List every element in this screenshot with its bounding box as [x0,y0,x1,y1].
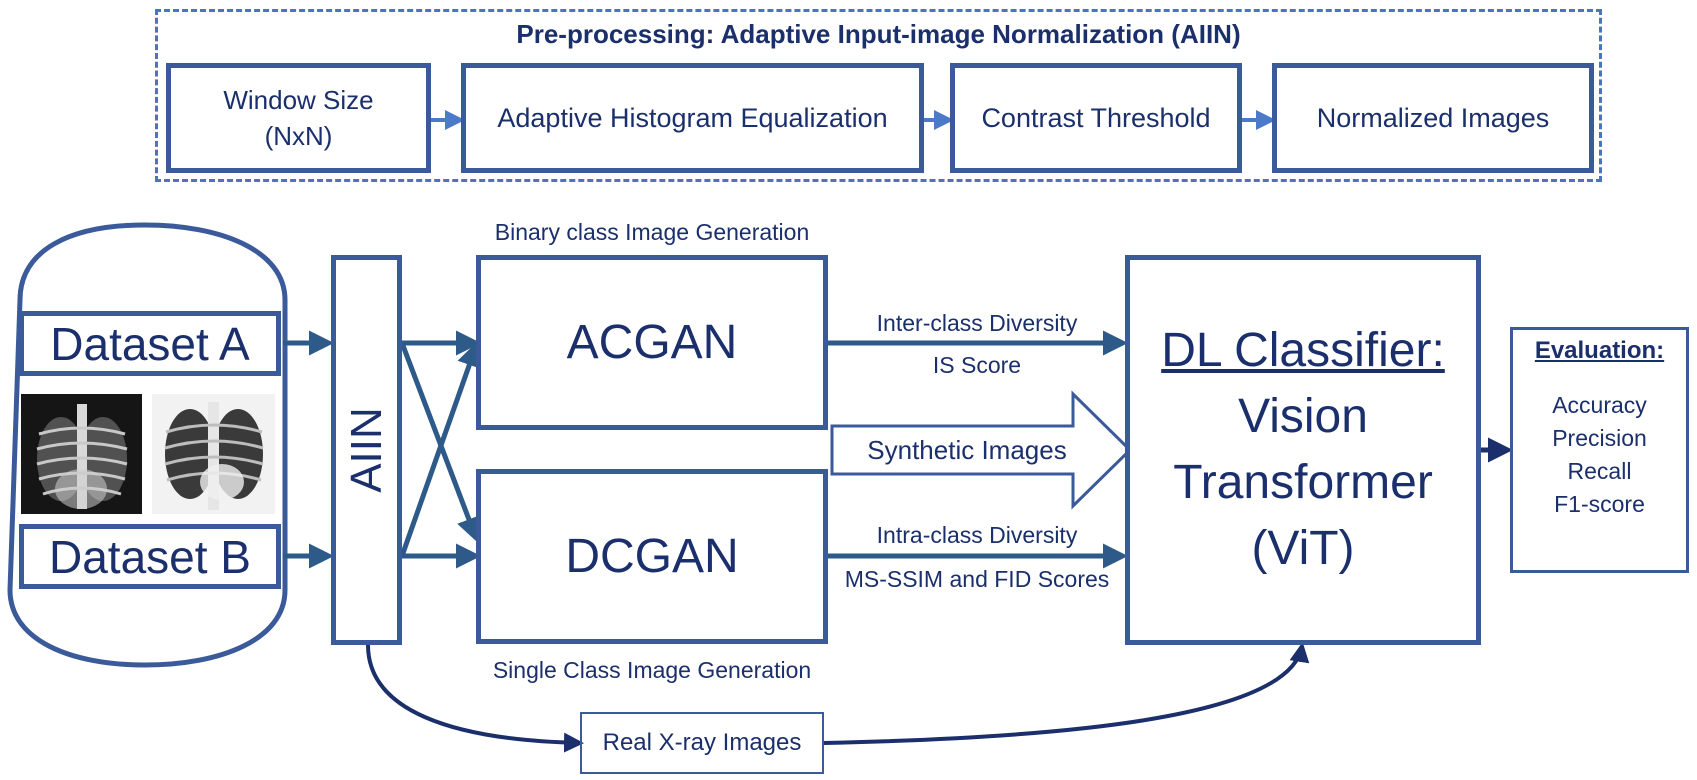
acgan-caption: Binary class Image Generation [494,218,810,245]
ms-ssim-fid-label: MS-SSIM and FID Scores [844,565,1110,592]
synthetic-images-label: Synthetic Images [867,434,1067,465]
adaptive-histogram-label: Adaptive Histogram Equalization [497,102,888,133]
classifier-box: DL Classifier: Vision Transformer (ViT) [1125,255,1481,645]
window-size-label-line1: Window Size [223,85,374,115]
classifier-line3: (ViT) [1251,522,1355,575]
dataset-b-label: Dataset B [49,530,251,583]
acgan-box: ACGAN [476,255,828,430]
dcgan-box: DCGAN [476,469,828,644]
arrow-real-images-to-classifier [823,642,1310,745]
xray-image-1 [21,394,142,514]
acgan-label: ACGAN [566,316,738,369]
dataset-b-box: Dataset B [19,524,281,589]
arrow-aiin-cross-to-dcgan [399,342,481,543]
inter-class-label: Inter-class Diversity [876,309,1078,336]
arrow-aiin-cross-to-acgan [399,341,482,557]
contrast-threshold-box: Contrast Threshold [950,63,1242,173]
evaluation-item-precision: Precision [1552,425,1647,451]
normalized-images-label: Normalized Images [1316,102,1550,133]
xray-thumbnail-2 [152,394,275,514]
classifier-line2: Transformer [1173,456,1433,509]
preprocessing-container [155,9,1602,182]
intra-class-label: Intra-class Diversity [876,521,1078,548]
evaluation-item-accuracy: Accuracy [1552,392,1647,418]
dcgan-label: DCGAN [565,530,739,583]
contrast-threshold-label: Contrast Threshold [981,102,1211,133]
xray-thumbnail-1 [21,394,142,514]
evaluation-box: Evaluation: Accuracy Precision Recall F1… [1510,327,1689,573]
dataset-a-box: Dataset A [19,311,281,376]
evaluation-item-f1: F1-score [1554,491,1645,517]
window-size-box: Window Size (NxN) [166,63,431,173]
dataset-a-label: Dataset A [50,317,250,370]
dcgan-caption: Single Class Image Generation [492,656,812,683]
real-xray-images-box: Real X-ray Images [580,712,824,774]
evaluation-title: Evaluation: [1534,337,1665,364]
window-size-label-line2: (NxN) [264,121,333,151]
preprocessing-title: Pre-processing: Adaptive Input-image Nor… [516,18,1241,49]
classifier-title: DL Classifier: [1161,324,1445,377]
is-score-label: IS Score [932,351,1022,378]
real-xray-images-label: Real X-ray Images [602,729,802,756]
classifier-line1: Vision [1238,390,1368,443]
aiin-label: AIIN [341,407,391,493]
adaptive-histogram-box: Adaptive Histogram Equalization [461,63,924,173]
evaluation-item-recall: Recall [1567,458,1632,484]
xray-image-2 [152,394,275,514]
aiin-box: AIIN [331,255,402,645]
normalized-images-box: Normalized Images [1272,63,1594,173]
